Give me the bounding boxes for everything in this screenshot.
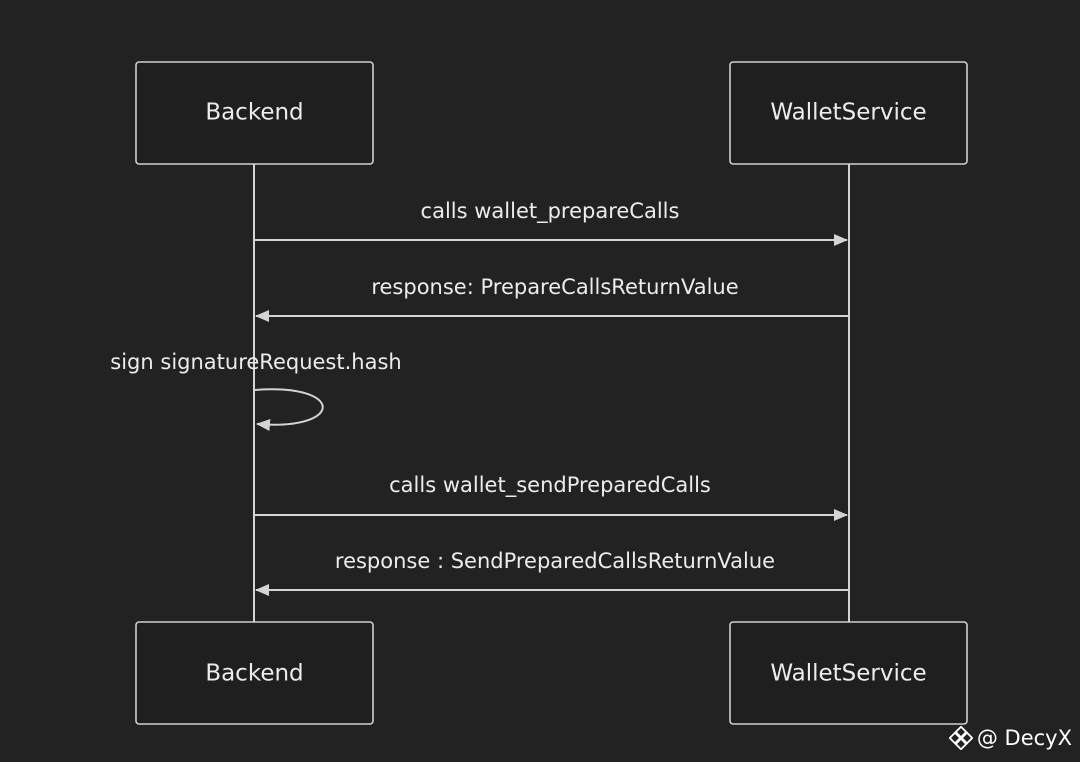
actor-backend-bottom: Backend: [135, 621, 374, 725]
actor-backend-top-label: Backend: [205, 100, 303, 126]
message-send-prepared-calls-response-label: response : SendPreparedCallsReturnValue: [335, 549, 775, 573]
actor-backend-bottom-label: Backend: [205, 661, 303, 687]
message-sign-hash-label: sign signatureRequest.hash: [110, 350, 401, 374]
message-send-prepared-calls-label: calls wallet_sendPreparedCalls: [389, 473, 711, 498]
message-send-prepared-calls-response: response : SendPreparedCallsReturnValue: [255, 549, 848, 596]
binance-diamond-icon: [948, 726, 973, 750]
watermark-text: @ DecyX: [976, 726, 1072, 750]
actor-wallet-service-top-label: WalletService: [770, 100, 926, 126]
message-prepare-calls-response: response: PrepareCallsReturnValue: [255, 275, 848, 322]
actor-wallet-service-bottom: WalletService: [729, 621, 968, 725]
watermark: @ DecyX: [948, 726, 1072, 750]
actor-wallet-service-top: WalletService: [729, 61, 968, 165]
actor-wallet-service-bottom-label: WalletService: [770, 661, 926, 687]
message-sign-hash: sign signatureRequest.hash: [110, 350, 402, 432]
message-prepare-calls-label: calls wallet_prepareCalls: [421, 199, 680, 224]
message-send-prepared-calls: calls wallet_sendPreparedCalls: [255, 473, 848, 521]
message-prepare-calls: calls wallet_prepareCalls: [255, 199, 848, 246]
actor-backend-top: Backend: [135, 61, 374, 165]
message-sign-hash-loop: [254, 388, 324, 432]
message-prepare-calls-response-label: response: PrepareCallsReturnValue: [371, 275, 738, 299]
